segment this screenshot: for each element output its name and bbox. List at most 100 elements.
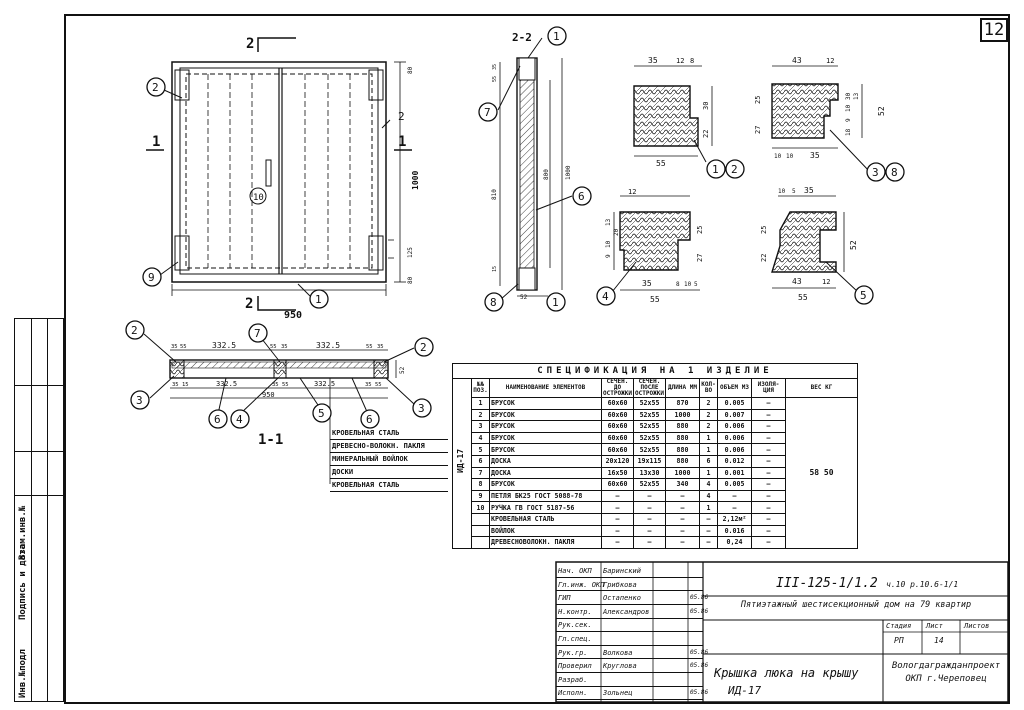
callout-s11-2: 2 bbox=[131, 324, 138, 337]
dim-s11-f: 332.5 bbox=[316, 341, 340, 350]
layer-legend: КРОВЕЛЬНАЯ СТАЛЬ ДРЕВЕСНО-ВОЛОКН. ПАКЛЯ … bbox=[330, 427, 448, 492]
title-block-lines bbox=[555, 561, 1009, 703]
callout-d-4: 4 bbox=[602, 290, 609, 303]
spec-cell: 0.005 bbox=[717, 397, 752, 410]
spec-cell: 880 bbox=[665, 454, 700, 468]
callout-circle bbox=[546, 292, 566, 312]
role-date: 05.86 bbox=[690, 594, 709, 602]
layer-item: МИНЕРАЛЬНЫЙ ВОЙЛОК bbox=[330, 453, 448, 466]
dim-d3-10: 10 bbox=[605, 240, 612, 248]
detail-3-labels: 12 13 20 10 9 27 25 35 8 10 5 55 4 bbox=[596, 188, 704, 306]
spec-cell: 8 bbox=[471, 478, 490, 491]
dim-d2-12: 12 bbox=[826, 57, 834, 65]
spec-cell: 52x55 bbox=[633, 443, 666, 456]
spec-cell: ДРЕВЕСНОВОЛОКН. ПАКЛЯ bbox=[489, 536, 602, 549]
callout-s11-3b: 3 bbox=[418, 402, 425, 415]
dim-d2-10: 10 bbox=[845, 104, 852, 112]
view-label-11: 1-1 bbox=[258, 432, 284, 448]
dim-d1-35: 35 bbox=[648, 56, 658, 65]
spec-weight: 58 50 bbox=[785, 397, 858, 549]
role-date: 05.86 bbox=[690, 607, 709, 615]
detail-1 bbox=[633, 65, 713, 163]
spec-cell: 60x60 bbox=[601, 478, 634, 491]
spec-cell: 1000 bbox=[665, 408, 700, 422]
dim-d4-5: 5 bbox=[792, 188, 796, 195]
spec-cell: — bbox=[601, 512, 634, 526]
spec-cell: 13x30 bbox=[633, 466, 666, 480]
dim-s11-e: 35 bbox=[281, 344, 288, 350]
spec-cell: 870 bbox=[665, 397, 700, 410]
spec-cell: 1 bbox=[699, 501, 718, 514]
section-11 bbox=[143, 333, 415, 484]
dim-d3-25: 25 bbox=[696, 226, 704, 234]
front-view-labels: 2 2 1 1 950 1000 80 125 80 bbox=[152, 36, 420, 321]
dim-d2-10c: 10 bbox=[786, 153, 794, 160]
dim-d1-8: 8 bbox=[690, 57, 694, 65]
dim-s11-g: 55 bbox=[366, 344, 373, 350]
role-role: Разраб. bbox=[558, 675, 588, 684]
detail-4 bbox=[771, 195, 859, 293]
spec-cell: 52x55 bbox=[633, 478, 666, 491]
dim-d2-18: 18 bbox=[845, 128, 852, 136]
callout-circle bbox=[885, 162, 905, 182]
dim-d4-22: 22 bbox=[760, 254, 768, 262]
view-label-2-top: 2 bbox=[246, 36, 254, 52]
callout-circle bbox=[130, 390, 150, 410]
dim-d3-8: 8 bbox=[676, 281, 680, 288]
spec-cell: — bbox=[665, 489, 700, 503]
spec-cell: 60x60 bbox=[601, 420, 634, 433]
callout-s11-7: 7 bbox=[254, 327, 261, 340]
spec-cell: — bbox=[633, 524, 666, 538]
spec-cell: 16x50 bbox=[601, 466, 634, 480]
spec-cell: РУЧКА ГВ ГОСТ 5187-56 bbox=[489, 501, 602, 514]
spec-cell: БРУСОК bbox=[489, 431, 602, 445]
dim-d4-12: 12 bbox=[822, 278, 830, 286]
spec-cell: БРУСОК bbox=[489, 397, 602, 410]
spec-cell: 1 bbox=[471, 397, 490, 410]
spec-cell bbox=[471, 524, 490, 538]
callout-circle bbox=[414, 337, 434, 357]
spec-cell: 4 bbox=[699, 489, 718, 503]
dim-s11-o: 35 bbox=[365, 382, 372, 388]
view-label-1-right: 1 bbox=[398, 134, 406, 150]
role-row: Разраб. bbox=[556, 675, 703, 687]
dim-d2-43: 43 bbox=[792, 56, 802, 65]
spec-header: №№ ПОЗ. bbox=[471, 378, 490, 398]
dim-d4-52: 52 bbox=[849, 240, 858, 250]
spec-cell: — bbox=[751, 454, 786, 468]
role-name: Зольнец bbox=[603, 689, 633, 698]
dim-s11-m: 55 bbox=[282, 382, 289, 388]
dim-front-height: 1000 bbox=[411, 171, 420, 190]
spec-cell: — bbox=[751, 443, 786, 456]
dim-front-width: 950 bbox=[284, 310, 302, 321]
dim-s11-b: 55 bbox=[180, 344, 187, 350]
dim-front-small-0: 80 bbox=[407, 276, 414, 284]
dim-s11-p: 55 bbox=[375, 382, 382, 388]
spec-cell: БРУСОК bbox=[489, 408, 602, 422]
callout-s11-4: 4 bbox=[236, 413, 243, 426]
role-name: Александров bbox=[603, 607, 650, 616]
spec-cell: ВОЙЛОК bbox=[489, 524, 602, 538]
sheet-header: Лист bbox=[926, 622, 943, 630]
dim-d4-10: 10 bbox=[778, 188, 786, 195]
spec-cell: 60x60 bbox=[601, 443, 634, 456]
callout-front-9: 9 bbox=[148, 271, 155, 284]
role-name: Волкова bbox=[603, 648, 633, 657]
callout-s22-6: 6 bbox=[578, 190, 585, 203]
table-row: ВОЙЛОК————0.016— bbox=[471, 524, 858, 538]
view-label-2-bottom: 2 bbox=[245, 296, 253, 312]
spec-cell: — bbox=[751, 524, 786, 538]
dim-s11-h: 35 bbox=[377, 344, 384, 350]
dim-s11-c: 332.5 bbox=[212, 341, 236, 350]
callout-circle bbox=[412, 398, 432, 418]
spec-cell: ПЕТЛЯ БК25 ГОСТ 5088-78 bbox=[489, 489, 602, 503]
callout-s22-8: 8 bbox=[490, 296, 497, 309]
callout-circle bbox=[248, 323, 268, 343]
